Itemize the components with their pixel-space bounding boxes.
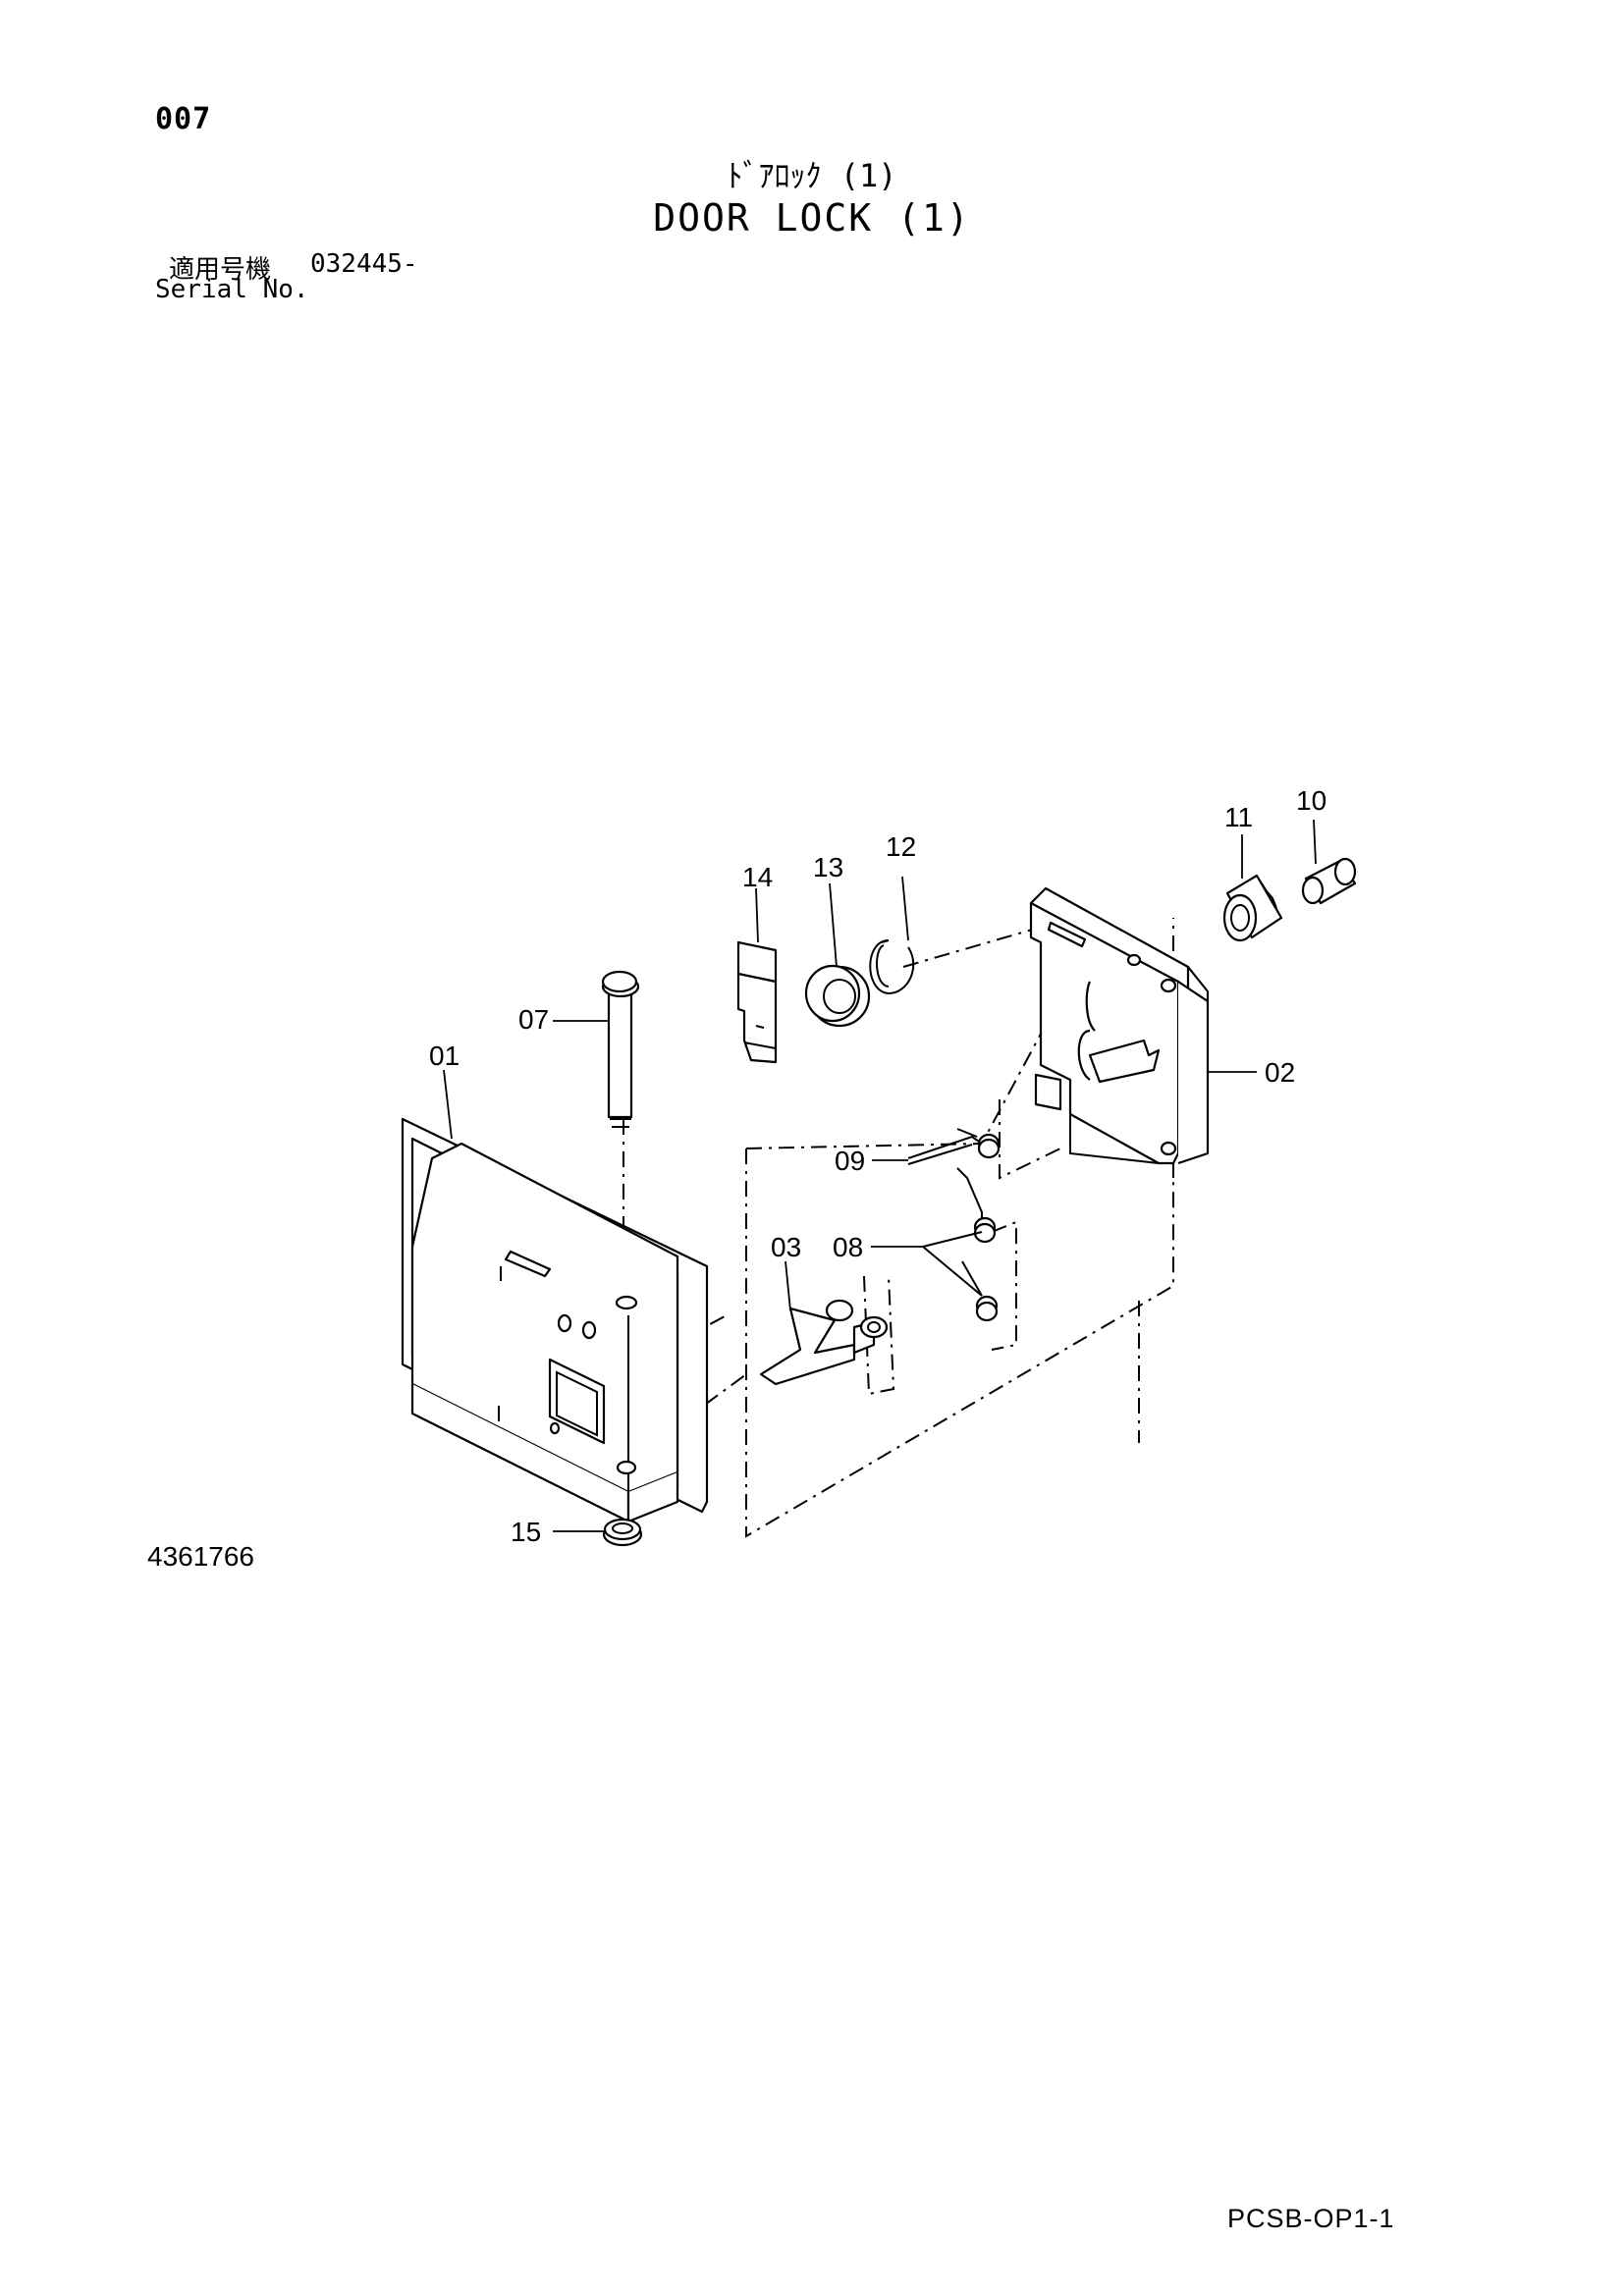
callout-01: 01 xyxy=(429,1041,460,1071)
callout-10: 10 xyxy=(1296,785,1326,816)
part-12-retaining-ring xyxy=(869,939,915,995)
part-02-bracket xyxy=(1029,886,1210,1165)
serial-label-english: Serial No. xyxy=(155,275,309,304)
serial-label-japanese: 適用号機 xyxy=(169,255,272,285)
callout-07: 07 xyxy=(518,1004,549,1035)
callout-15: 15 xyxy=(511,1517,541,1547)
leader-lines xyxy=(443,819,1317,1532)
title-japanese: ﾄﾞｱﾛｯｸ (1) xyxy=(727,157,897,194)
drawing-number: 4361766 xyxy=(147,1541,255,1572)
callout-labels: 01 02 03 07 08 09 10 11 12 13 14 15 xyxy=(429,785,1326,1547)
part-14-plate xyxy=(736,940,778,1064)
part-13-nut xyxy=(804,964,871,1028)
serial-number: 032445- xyxy=(310,249,418,279)
callout-12: 12 xyxy=(886,831,916,862)
part-11-lock-cylinder xyxy=(1222,874,1283,942)
part-10-key-plug xyxy=(1301,857,1357,905)
sheet-code: PCSB-OP1-1 xyxy=(1227,2204,1395,2233)
callout-14: 14 xyxy=(742,862,773,892)
callout-03: 03 xyxy=(771,1232,801,1262)
part-07-pin xyxy=(601,970,640,1128)
callout-02: 02 xyxy=(1265,1057,1295,1088)
part-08-spring xyxy=(922,1167,999,1322)
callout-09: 09 xyxy=(835,1146,865,1176)
title-english: DOOR LOCK (1) xyxy=(653,196,971,240)
part-01-lock-housing xyxy=(401,1117,709,1523)
part-09-spring xyxy=(907,1128,1001,1165)
page-number: 007 xyxy=(155,102,212,136)
callout-13: 13 xyxy=(813,852,843,882)
part-15-snap-ring xyxy=(602,1518,643,1547)
callout-11: 11 xyxy=(1224,802,1253,832)
callout-08: 08 xyxy=(833,1232,863,1262)
part-03-latch xyxy=(759,1299,889,1386)
